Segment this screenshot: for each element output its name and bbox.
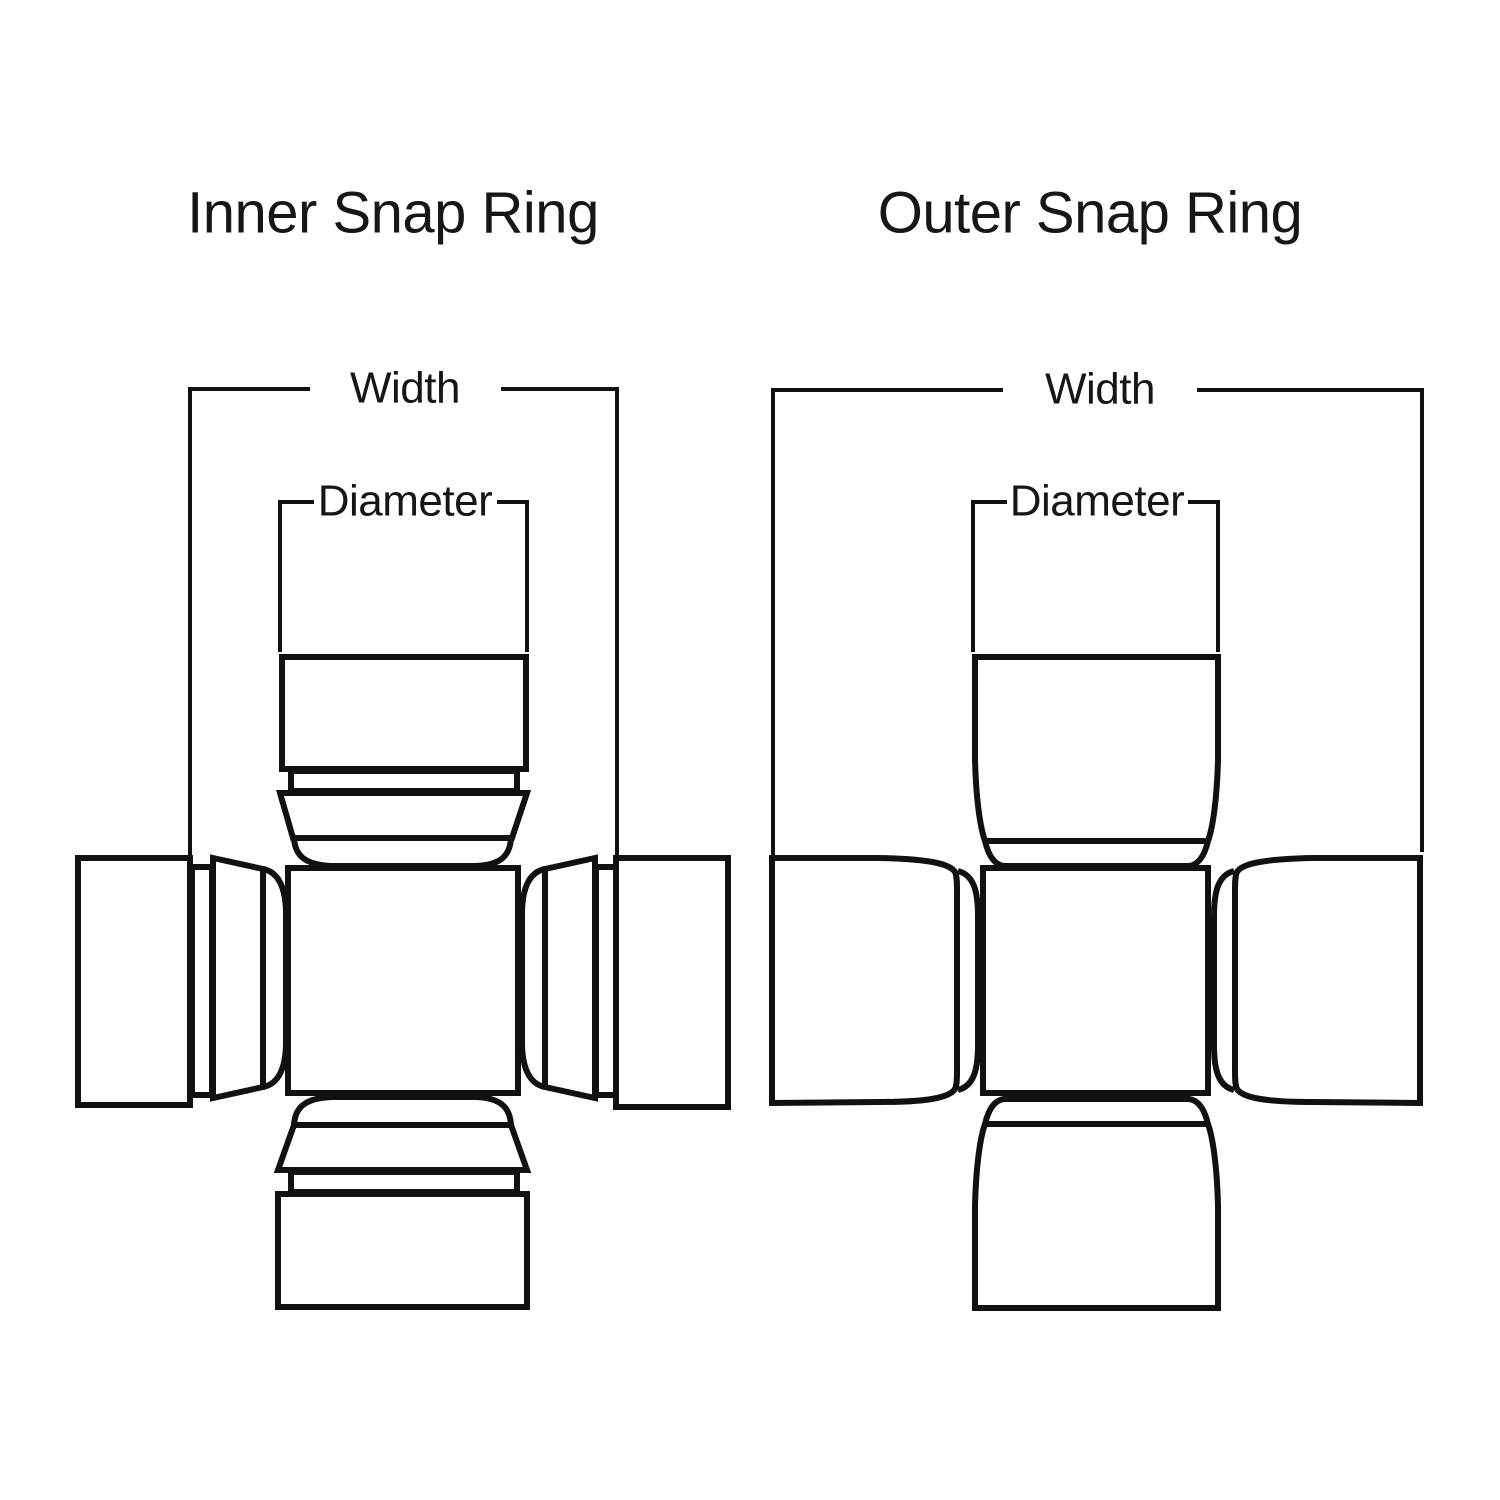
inner-width-dimension-bracket	[188, 387, 619, 855]
outer-width-label: Width	[1045, 365, 1155, 414]
outer-left-lip-curve	[956, 868, 981, 1093]
inner-top-lip-curve	[291, 837, 514, 869]
inner-left-lip-curve	[262, 866, 289, 1090]
outer-left-cap	[769, 855, 960, 1107]
inner-bottom-cap	[275, 1191, 530, 1310]
outer-width-dimension-bracket	[771, 388, 1424, 855]
outer-diameter-label: Diameter	[1010, 477, 1185, 526]
inner-diameter-label: Diameter	[318, 477, 493, 526]
figure-inner-snap-ring	[75, 387, 731, 1310]
inner-bottom-lip-curve	[291, 1094, 514, 1126]
diagram-labels: Inner Snap Ring Outer Snap Ring Width Di…	[187, 181, 1303, 526]
outer-right-cap	[1232, 855, 1423, 1107]
inner-title: Inner Snap Ring	[187, 181, 599, 246]
outer-bottom-cap	[972, 1096, 1221, 1311]
outer-right-lip-curve	[1211, 868, 1236, 1093]
figure-outer-snap-ring	[769, 388, 1424, 1311]
inner-right-lip-curve	[519, 866, 546, 1090]
outer-title: Outer Snap Ring	[878, 181, 1303, 246]
outer-diameter-dimension-bracket	[971, 500, 1220, 652]
inner-width-label: Width	[350, 364, 460, 413]
inner-diameter-dimension-bracket	[278, 500, 529, 652]
inner-top-flange	[276, 790, 532, 841]
outer-top-cap	[972, 654, 1221, 869]
